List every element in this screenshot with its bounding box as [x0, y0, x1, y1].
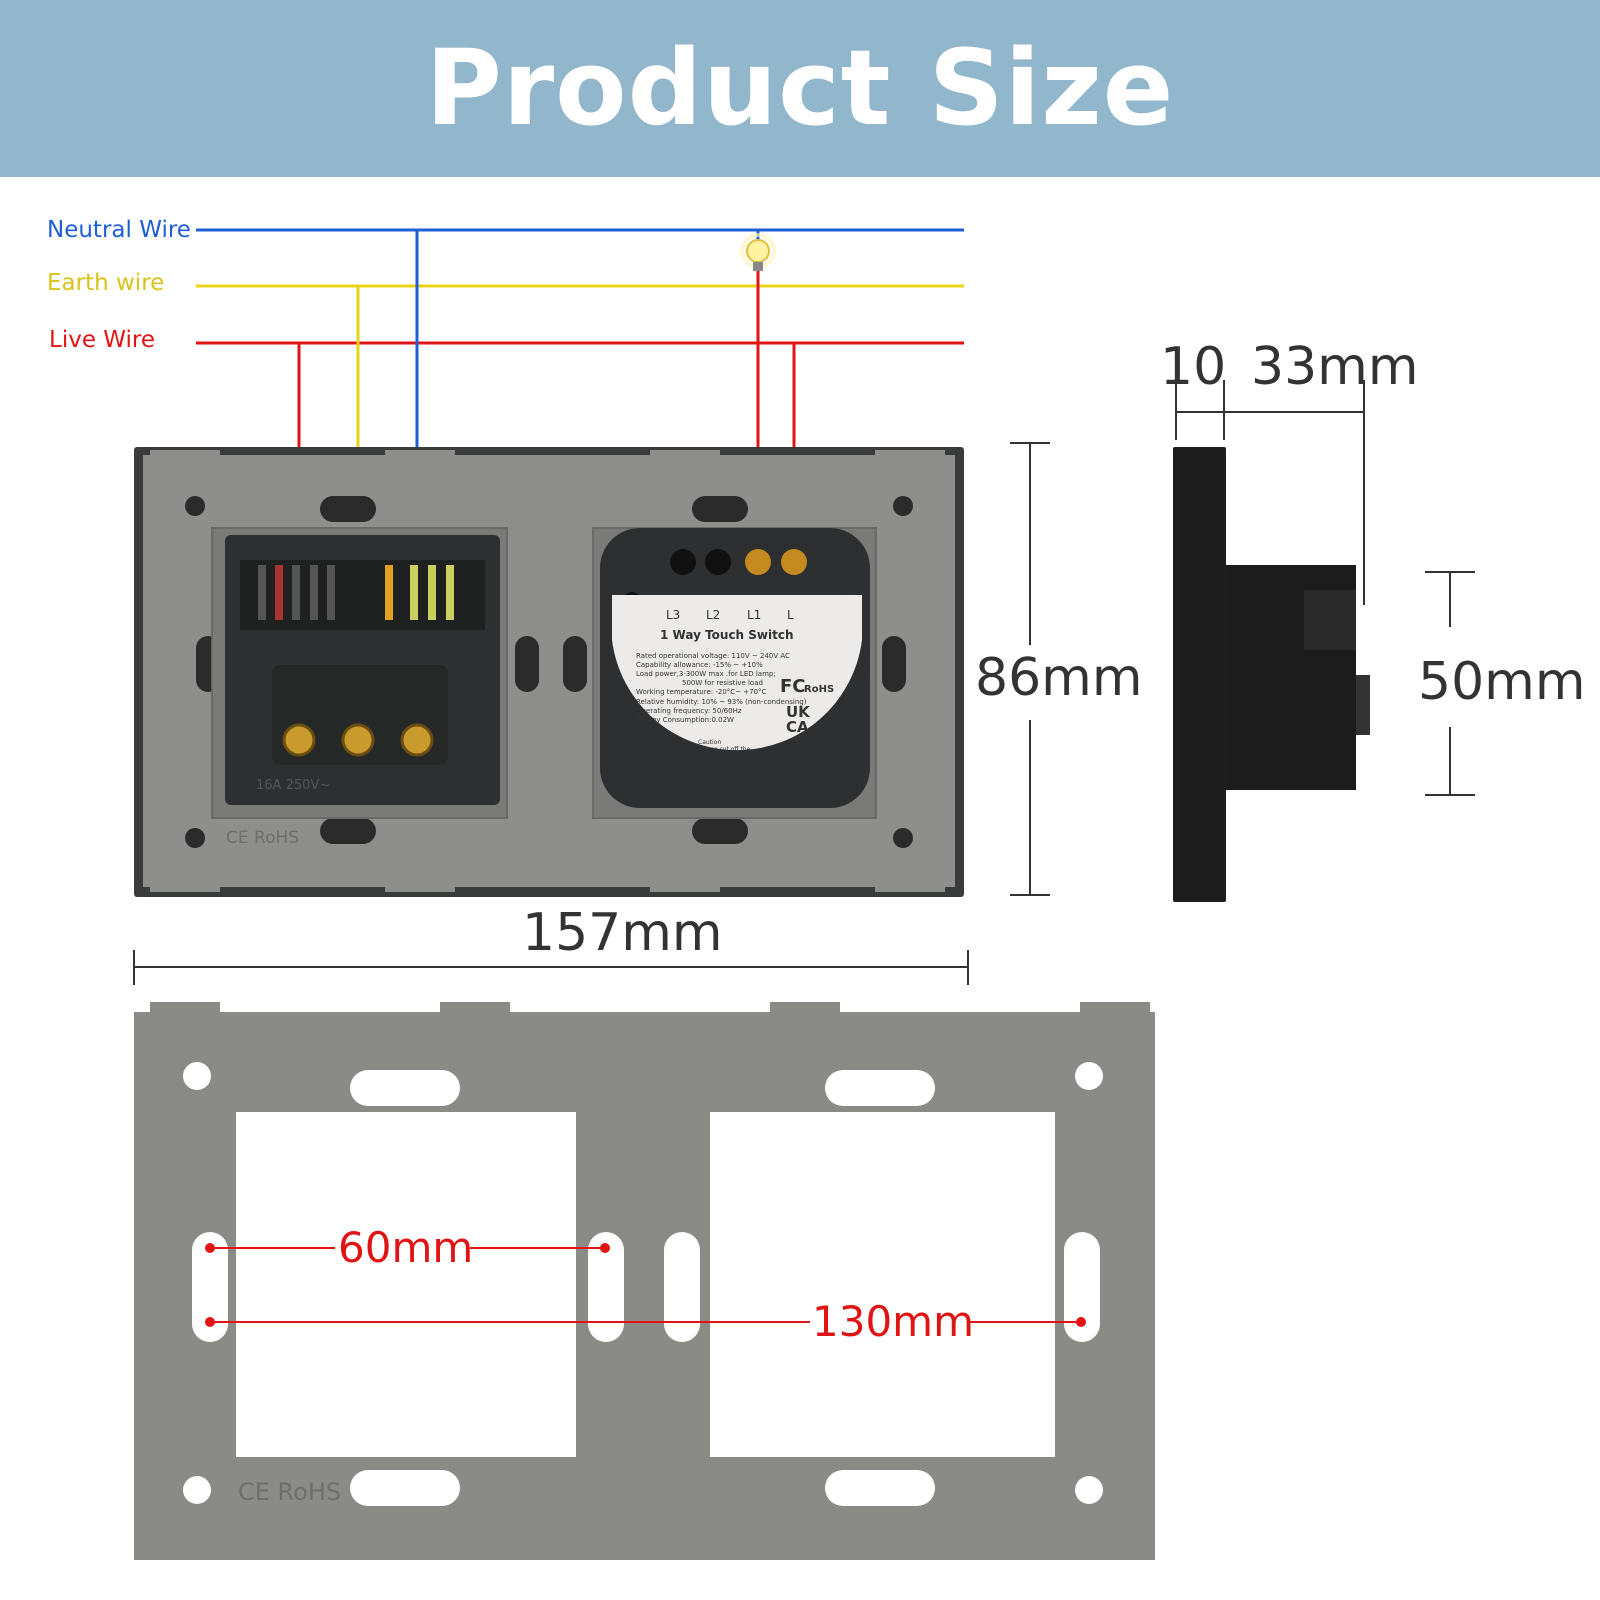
- depth-dimension-label: 33mm: [1251, 337, 1419, 397]
- hole-spacing-large-label: 130mm: [812, 1297, 974, 1346]
- switch-spec-1: Rated operational voltage: 110V ~ 240V A…: [636, 652, 790, 660]
- switch-spec-6: Relative humidity: 10% ~ 93% (non-conden…: [636, 698, 807, 706]
- ukca-mark-uk: UK: [786, 703, 810, 721]
- height-dimension-label: 86mm: [975, 648, 1143, 708]
- panel-ce-rohs: CE RoHS: [226, 828, 300, 848]
- caution-2: Please cut off the: [698, 746, 751, 753]
- ukca-mark-ca: CA: [786, 718, 809, 736]
- caution-1: Caution: [698, 739, 722, 746]
- panel-back-view: [134, 447, 964, 897]
- mounting-frame: [134, 1002, 1155, 1560]
- socket-rating: 16A 250V~: [256, 778, 331, 793]
- dimension-lines: [133, 380, 1475, 985]
- switch-spec-7: Operating frequency: 50/60Hz: [636, 707, 742, 715]
- terminal-earth: [341, 723, 375, 757]
- page-title: Product Size: [425, 27, 1175, 149]
- switch-spec-5: Working temperature: -20°C~ +70°C: [636, 688, 767, 696]
- frame-ce-rohs: CE RoHS: [238, 1478, 342, 1506]
- earth-wire-label: Earth wire: [47, 270, 165, 296]
- rohs-mark: RoHS: [804, 684, 835, 695]
- thickness-dimension-label: 10: [1160, 337, 1227, 397]
- caution-4: and uninstallation: [698, 760, 752, 767]
- module-dimension-label: 50mm: [1418, 652, 1586, 712]
- terminal-label-l2: L2: [706, 608, 721, 622]
- switch-spec-4: 500W for resistive load: [682, 679, 763, 687]
- switch-spec-3: Load power,3-300W max .for LED lamp;: [636, 670, 776, 678]
- terminal-label-l1: L1: [747, 608, 762, 622]
- lamp-icon: [740, 233, 776, 271]
- hole-spacing-small-label: 60mm: [338, 1223, 474, 1272]
- header-banner: Product Size: [0, 0, 1600, 177]
- panel-side-view: [1173, 447, 1370, 902]
- terminal-label-l3: L3: [666, 608, 681, 622]
- hole-measure-lines: [205, 1243, 1086, 1327]
- switch-name: 1 Way Touch Switch: [660, 628, 794, 642]
- caution-3: power when installation: [698, 753, 770, 760]
- terminal-live: [282, 723, 316, 757]
- switch-spec-2: Capability allowance: -15% ~ +10%: [636, 661, 763, 669]
- switch-spec-8: Energy Consumption:0.02W: [636, 716, 734, 724]
- width-dimension-label: 157mm: [522, 903, 723, 963]
- terminal-label-l: L: [787, 608, 794, 622]
- live-wire-label: Live Wire: [49, 327, 156, 353]
- neutral-wire-label: Neutral Wire: [47, 217, 191, 243]
- terminal-neutral: [400, 723, 434, 757]
- fc-mark: FC: [780, 676, 806, 697]
